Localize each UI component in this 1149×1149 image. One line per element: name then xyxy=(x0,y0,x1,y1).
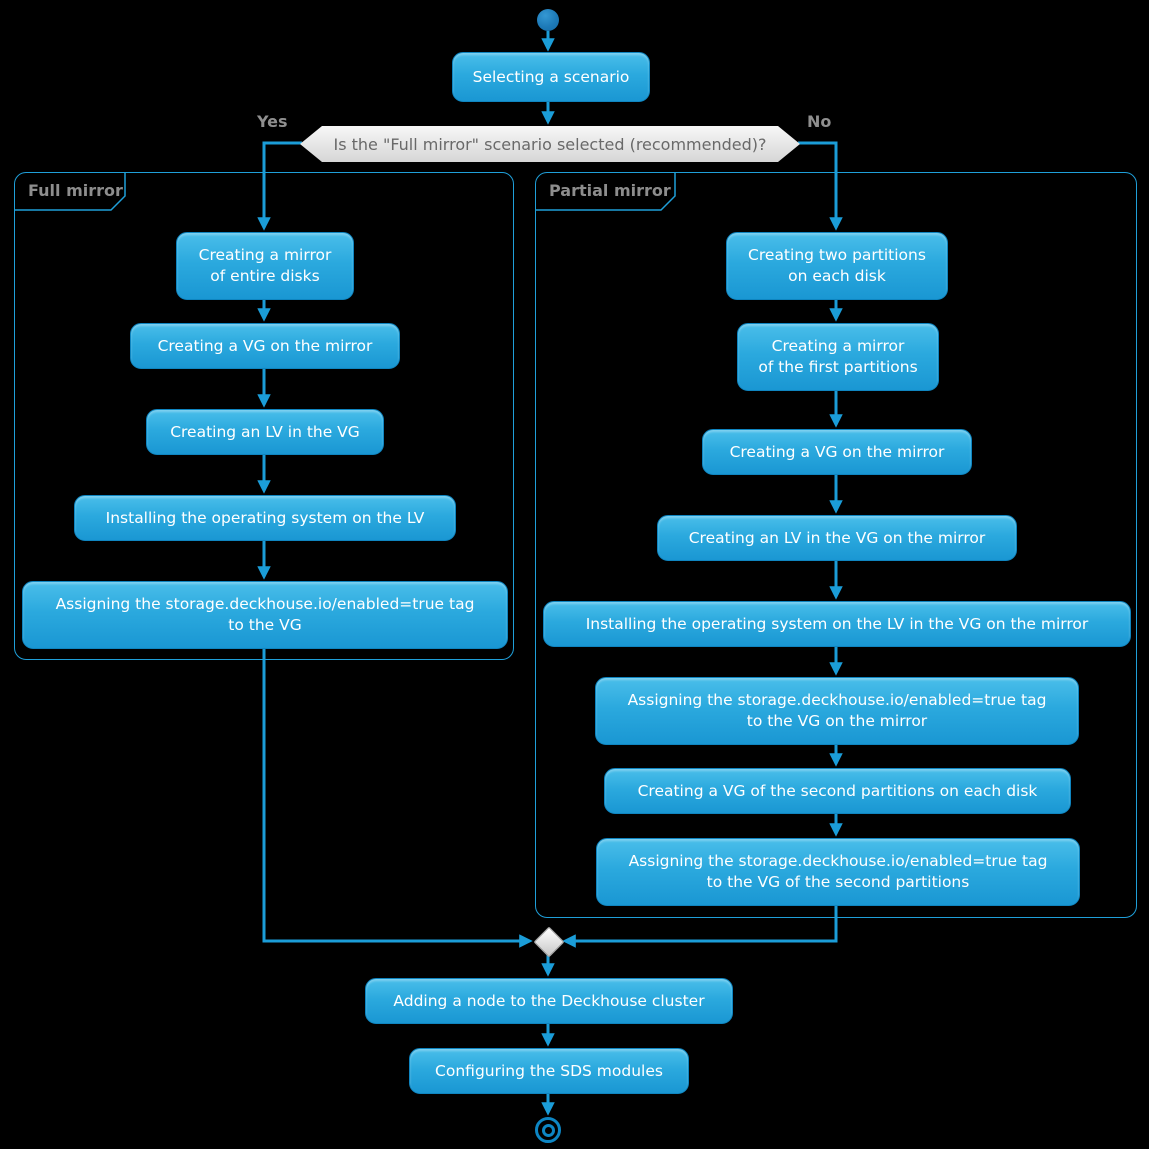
activity-label: Creating a VG on the mirror xyxy=(157,336,373,355)
activity-label: Creating a VG on the mirror xyxy=(729,442,945,461)
edge-label-no: No xyxy=(807,112,832,131)
activity-assigning-tag-to-vg-second-partitions: Assigning the storage.deckhouse.io/enabl… xyxy=(596,838,1080,906)
frame-label-partial-mirror: Partial mirror xyxy=(549,181,671,200)
activity-creating-vg-on-mirror-partial: Creating a VG on the mirror xyxy=(702,429,972,475)
activity-label: Creating a mirror of entire disks xyxy=(198,246,332,285)
activity-label: Configuring the SDS modules xyxy=(435,1061,663,1080)
activity-assigning-tag-to-vg-on-mirror: Assigning the storage.deckhouse.io/enabl… xyxy=(595,677,1079,745)
activity-selecting-scenario: Selecting a scenario xyxy=(452,52,650,102)
activity-creating-mirror-entire-disks: Creating a mirror of entire disks xyxy=(176,232,354,300)
activity-label: Installing the operating system on the L… xyxy=(585,614,1089,633)
edge-label-yes: Yes xyxy=(257,112,288,131)
activity-label: Creating two partitions on each disk xyxy=(748,246,926,285)
start-node-icon xyxy=(537,9,559,31)
activity-label: Adding a node to the Deckhouse cluster xyxy=(393,991,705,1010)
activity-creating-vg-on-mirror-full: Creating a VG on the mirror xyxy=(130,323,400,369)
activity-label: Assigning the storage.deckhouse.io/enabl… xyxy=(628,852,1048,891)
decision-hexagon: Is the "Full mirror" scenario selected (… xyxy=(300,126,800,162)
activity-label: Assigning the storage.deckhouse.io/enabl… xyxy=(627,691,1047,730)
activity-configuring-sds-modules: Configuring the SDS modules xyxy=(409,1048,689,1094)
frame-label-full-mirror: Full mirror xyxy=(28,181,123,200)
activity-label: Creating a VG of the second partitions o… xyxy=(637,781,1038,800)
activity-installing-os-on-lv-in-vg-on-mirror: Installing the operating system on the L… xyxy=(543,601,1131,647)
activity-label: Selecting a scenario xyxy=(472,67,630,86)
activity-label: Creating an LV in the VG xyxy=(170,422,360,441)
activity-adding-node-to-cluster: Adding a node to the Deckhouse cluster xyxy=(365,978,733,1024)
activity-creating-two-partitions: Creating two partitions on each disk xyxy=(726,232,948,300)
activity-label: Installing the operating system on the L… xyxy=(105,508,425,527)
end-node-icon xyxy=(535,1117,561,1143)
activity-installing-os-on-lv: Installing the operating system on the L… xyxy=(74,495,456,541)
end-node-inner-ring xyxy=(541,1123,555,1137)
merge-diamond-icon xyxy=(533,926,565,958)
activity-creating-lv-in-vg-on-mirror: Creating an LV in the VG on the mirror xyxy=(657,515,1017,561)
activity-creating-vg-second-partitions: Creating a VG of the second partitions o… xyxy=(604,768,1071,814)
activity-label: Assigning the storage.deckhouse.io/enabl… xyxy=(55,595,475,634)
decision-question: Is the "Full mirror" scenario selected (… xyxy=(333,134,767,154)
activity-label: Creating a mirror of the first partition… xyxy=(758,337,918,376)
activity-creating-mirror-first-partitions: Creating a mirror of the first partition… xyxy=(737,323,939,391)
activity-creating-lv-in-vg: Creating an LV in the VG xyxy=(146,409,384,455)
activity-label: Creating an LV in the VG on the mirror xyxy=(688,528,986,547)
activity-assigning-tag-to-vg: Assigning the storage.deckhouse.io/enabl… xyxy=(22,581,508,649)
